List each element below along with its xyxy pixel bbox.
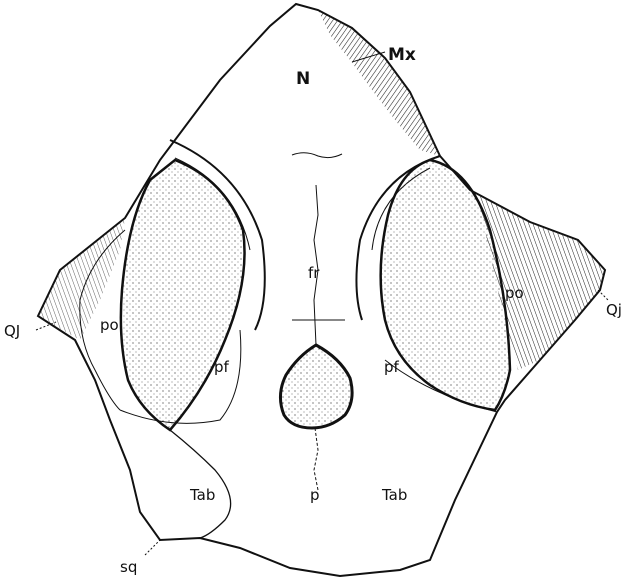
- sq-leader: [145, 540, 160, 555]
- label-nasal: N: [296, 69, 310, 89]
- label-parietal: p: [310, 486, 320, 504]
- label-tabular-right: Tab: [381, 486, 407, 504]
- label-postfrontal-left: pf: [214, 358, 230, 376]
- label-maxilla: Mx: [388, 45, 416, 65]
- label-tabular-left: Tab: [189, 486, 215, 504]
- label-postfrontal-right: pf: [384, 358, 400, 376]
- label-postorbital-left: po: [100, 316, 119, 334]
- label-squamosal: sq: [120, 558, 137, 576]
- label-qj-right: Qj: [606, 301, 622, 319]
- label-frontal: fr: [308, 264, 320, 282]
- label-postorbital-right: po: [505, 284, 524, 302]
- label-qj-left: QJ: [4, 322, 20, 340]
